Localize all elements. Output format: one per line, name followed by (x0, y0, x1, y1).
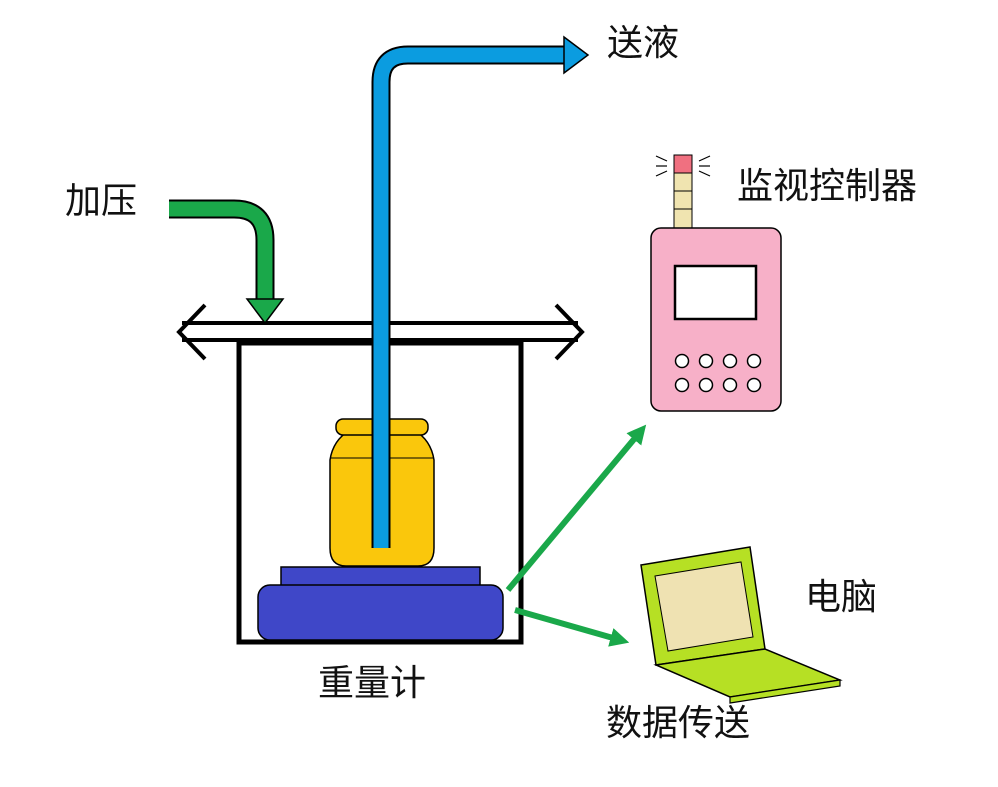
computer-label: 电脑 (805, 577, 878, 618)
data-transfer-label: 数据传送 (606, 703, 751, 744)
gravimeter-label: 重量计 (318, 663, 427, 704)
scale-icon (257, 566, 504, 641)
signal-tower (655, 154, 711, 230)
data-arrow-to-computer (514, 607, 630, 647)
controller-buttons (674, 353, 762, 393)
pressurize-arrow (169, 199, 285, 325)
monitor-controller-label: 监视控制器 (737, 166, 918, 207)
liquid-feed-label: 送液 (607, 23, 680, 64)
laptop-icon (640, 546, 843, 704)
pressurize-label: 加压 (65, 181, 138, 222)
liquid-feed-pipe (371, 35, 590, 548)
data-arrow-to-controller (505, 424, 647, 592)
controller-icon (650, 154, 782, 412)
